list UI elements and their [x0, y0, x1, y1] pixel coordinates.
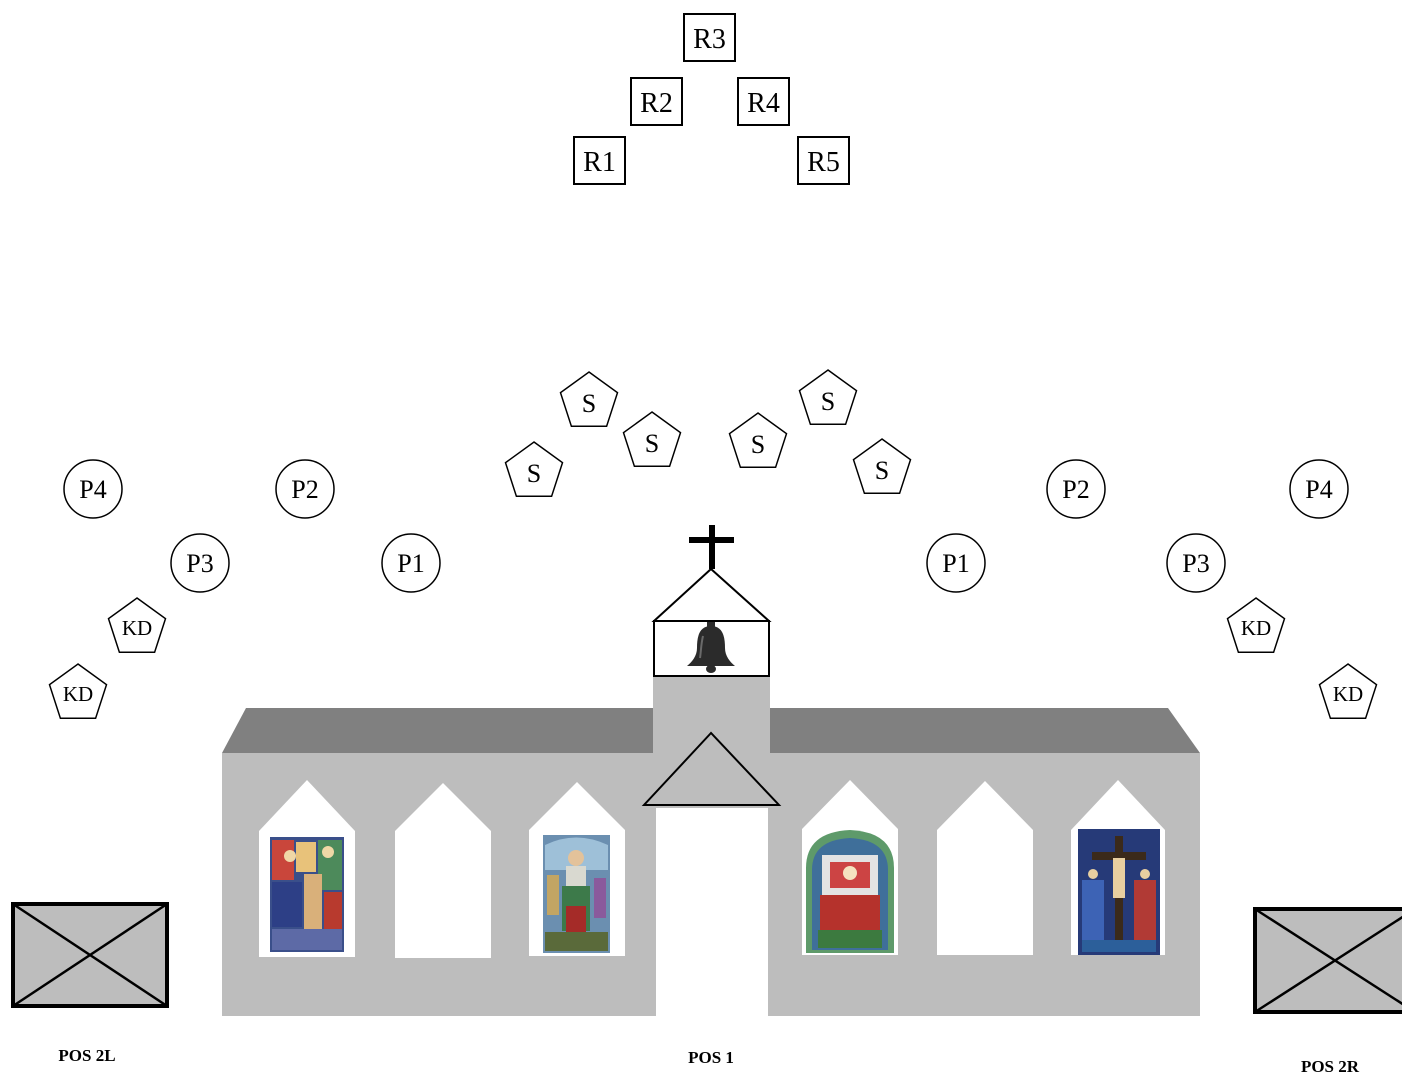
player-label: P3: [186, 549, 213, 578]
soloist-marker: S: [561, 372, 618, 426]
player-label: P2: [1062, 475, 1089, 504]
player-right-p4: P4: [1290, 460, 1348, 518]
belfry-roof: [654, 569, 769, 621]
riser-r2: R2: [631, 78, 682, 125]
church-building: [222, 525, 1200, 1016]
soloist-label: S: [645, 429, 659, 458]
dancer-label: KD: [1241, 616, 1271, 640]
dancer-label: KD: [1333, 682, 1363, 706]
position-label-2l: POS 2L: [58, 1046, 115, 1065]
player-right-p1: P1: [927, 534, 985, 592]
stained-glass-image: [543, 835, 610, 953]
dancer-right-kd1: KD: [1228, 598, 1285, 652]
player-left-p1: P1: [382, 534, 440, 592]
speaker-box-right: [1255, 909, 1402, 1012]
soloist-label: S: [751, 430, 765, 459]
dancer-label: KD: [122, 616, 152, 640]
player-label: P1: [942, 549, 969, 578]
riser-r1-label: R1: [583, 147, 616, 178]
player-label: P4: [79, 475, 106, 504]
player-right-p2: P2: [1047, 460, 1105, 518]
speaker-box-left: [13, 904, 167, 1006]
player-right-p3: P3: [1167, 534, 1225, 592]
riser-r4-label: R4: [747, 88, 780, 119]
cross-icon: [689, 525, 734, 569]
soloist-label: S: [527, 459, 541, 488]
soloist-label: S: [875, 456, 889, 485]
player-label: P4: [1305, 475, 1332, 504]
dancer-left-kd2: KD: [50, 664, 107, 718]
player-label: P1: [397, 549, 424, 578]
player-label: P3: [1182, 549, 1209, 578]
riser-r1: R1: [574, 137, 625, 184]
riser-r3: R3: [684, 14, 735, 61]
position-label-2r: POS 2R: [1301, 1057, 1360, 1075]
soloist-marker: S: [506, 442, 563, 496]
stained-glass-image: [806, 830, 894, 953]
player-label: P2: [291, 475, 318, 504]
riser-r5: R5: [798, 137, 849, 184]
dancer-left-kd1: KD: [109, 598, 166, 652]
riser-r4: R4: [738, 78, 789, 125]
soloist-marker: S: [800, 370, 857, 424]
player-left-p4: P4: [64, 460, 122, 518]
player-left-p3: P3: [171, 534, 229, 592]
dancer-right-kd2: KD: [1320, 664, 1377, 718]
player-left-p2: P2: [276, 460, 334, 518]
dancer-label: KD: [63, 682, 93, 706]
riser-r5-label: R5: [807, 147, 840, 178]
tower-base: [653, 676, 770, 808]
soloist-marker: S: [624, 412, 681, 466]
soloist-marker: S: [854, 439, 911, 493]
riser-r3-label: R3: [693, 24, 726, 55]
soloist-marker: S: [730, 413, 787, 467]
soloist-label: S: [821, 387, 835, 416]
stained-glass-image: [1078, 829, 1160, 955]
riser-r2-label: R2: [640, 88, 673, 119]
stained-glass-image: [270, 837, 344, 952]
church-door: [656, 808, 768, 1016]
position-label-1: POS 1: [688, 1048, 734, 1067]
soloist-label: S: [582, 389, 596, 418]
